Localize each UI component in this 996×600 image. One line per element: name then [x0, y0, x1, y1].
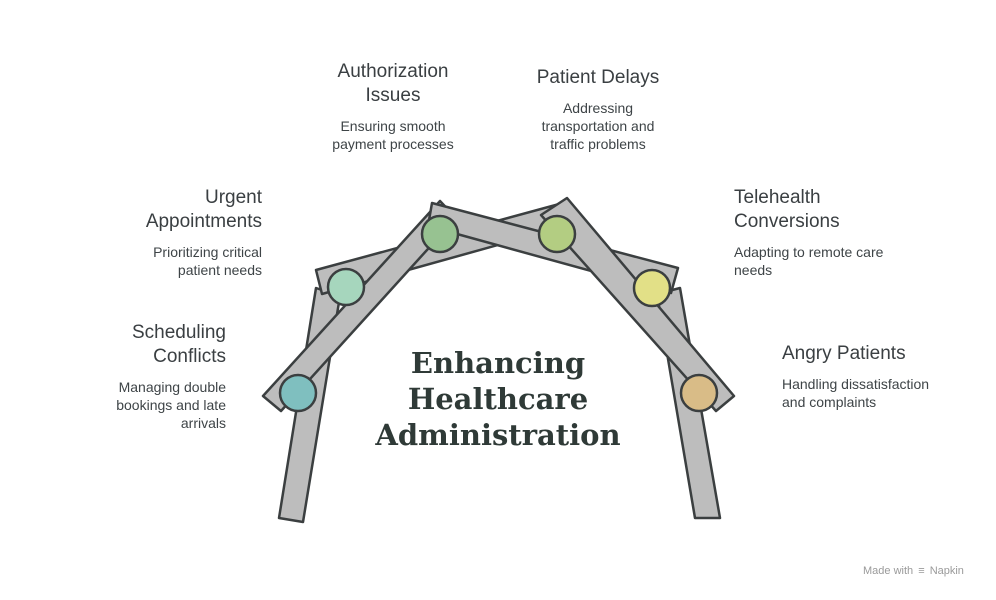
item-description-line: Handling dissatisfaction [782, 376, 930, 392]
item-title: Patient Delays [510, 66, 686, 90]
node-angry-patients [679, 373, 719, 413]
item-description-line: and complaints [782, 394, 877, 410]
item-title-line: Authorization [337, 61, 449, 82]
item-title-line: Patient Delays [536, 67, 660, 88]
item-description-line: Managing double [118, 379, 226, 395]
item-title-line: Issues [365, 85, 421, 106]
node-scheduling-conflicts [278, 373, 318, 413]
item-title: Scheduling Conflicts [26, 321, 226, 369]
node-authorization-issues [420, 214, 460, 254]
item-description-line: Adapting to remote care [734, 244, 884, 260]
napkin-logo-icon: ≡ [918, 565, 925, 577]
item-description: Prioritizing critical patient needs [62, 243, 262, 279]
beam-right-diagonal [539, 196, 736, 413]
node-urgent-appointments [326, 267, 366, 307]
item-description: Handling dissatisfaction and complaints [782, 375, 982, 411]
label-urgent-appointments: Urgent Appointments Prioritizing critica… [62, 186, 262, 279]
item-title-line: Angry Patients [782, 343, 906, 364]
item-description-line: payment processes [332, 136, 454, 152]
node-patient-delays [537, 214, 577, 254]
arch-nodes [278, 214, 719, 413]
made-with-napkin-watermark: Made with ≡ Napkin [863, 565, 964, 577]
label-authorization-issues: Authorization Issues Ensuring smooth pay… [306, 60, 480, 153]
watermark-brand: Napkin [929, 565, 964, 577]
diagram-title: Enhancing Healthcare Administration [368, 345, 628, 453]
item-description-line: traffic problems [550, 136, 646, 152]
item-title-line: Appointments [145, 211, 262, 232]
item-description: Adapting to remote care needs [734, 243, 944, 279]
item-description: Ensuring smooth payment processes [306, 117, 480, 153]
item-title-line: Conversions [734, 211, 840, 232]
item-description-line: patient needs [177, 262, 262, 278]
label-angry-patients: Angry Patients Handling dissatisfaction … [782, 342, 982, 411]
item-description-line: needs [734, 262, 773, 278]
item-title-line: Urgent [204, 187, 262, 208]
item-title-line: Conflicts [153, 346, 226, 367]
item-title-line: Scheduling [131, 322, 226, 343]
label-scheduling-conflicts: Scheduling Conflicts Managing double boo… [26, 321, 226, 432]
item-title: Urgent Appointments [62, 186, 262, 234]
title-line: Administration [375, 418, 621, 452]
item-description: Addressing transportation and traffic pr… [510, 99, 686, 153]
item-description-line: Addressing [562, 100, 634, 116]
item-title: Angry Patients [782, 342, 982, 366]
item-description-line: bookings and late [116, 397, 226, 413]
item-description-line: arrivals [180, 415, 226, 431]
item-title: Authorization Issues [306, 60, 480, 108]
label-telehealth-conversions: Telehealth Conversions Adapting to remot… [734, 186, 944, 279]
item-description-line: Prioritizing critical [153, 244, 262, 260]
watermark-prefix: Made with [863, 565, 914, 577]
title-line: Enhancing [410, 346, 586, 380]
label-patient-delays: Patient Delays Addressing transportation… [510, 66, 686, 153]
node-telehealth-conversions [632, 268, 672, 308]
item-title: Telehealth Conversions [734, 186, 944, 234]
item-title-line: Telehealth [734, 187, 821, 208]
title-line: Healthcare [407, 382, 589, 416]
item-description: Managing double bookings and late arriva… [26, 378, 226, 432]
item-description-line: Ensuring smooth [340, 118, 446, 134]
item-description-line: transportation and [541, 118, 655, 134]
